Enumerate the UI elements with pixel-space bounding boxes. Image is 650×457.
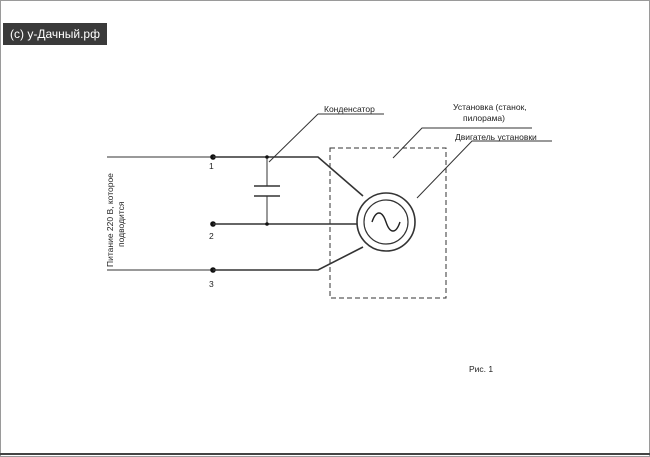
capacitor-node-bottom: [265, 222, 269, 226]
motor-label: Двигатель установки: [455, 132, 537, 142]
wire-1-to-motor: [213, 156, 364, 197]
terminal-2-label: 2: [209, 231, 214, 241]
supply-label: Питание 220 В, которое подводится: [105, 173, 126, 267]
terminal-3-label: 3: [209, 279, 214, 289]
installation-box: [329, 147, 447, 299]
terminal-1-label: 1: [209, 161, 214, 171]
installation-label-line1: Установка (станок,: [453, 102, 527, 112]
ac-sine-icon: [371, 212, 401, 232]
supply-label-line2: подводится: [116, 201, 126, 247]
watermark: (c) у-Дачный.рф: [3, 23, 107, 45]
motor-inner-ring: [363, 199, 409, 245]
installation-leader: [392, 127, 532, 159]
motor-leader: [416, 140, 552, 199]
capacitor-label: Конденсатор: [324, 104, 375, 114]
capacitor-node-top: [265, 155, 269, 159]
capacitor-leader: [268, 113, 319, 163]
figure-caption: Рис. 1: [469, 364, 493, 374]
installation-label-line2: пилорама): [463, 113, 505, 123]
supply-label-line1: Питание 220 В, которое: [105, 173, 115, 267]
wire-3-to-motor: [213, 246, 364, 271]
